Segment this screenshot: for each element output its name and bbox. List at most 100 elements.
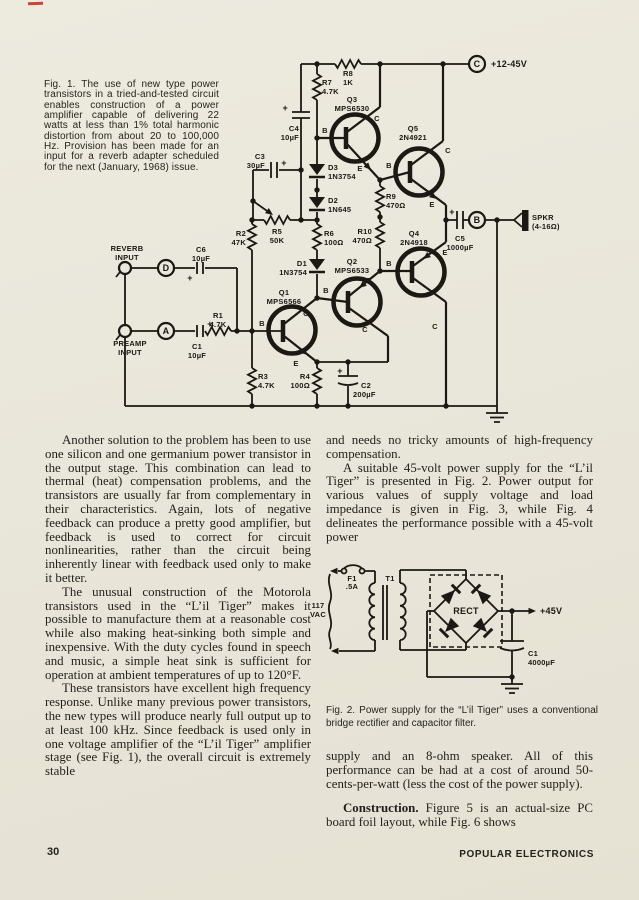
- r10-value: 470Ω: [352, 236, 372, 245]
- spkr-label: SPKR: [532, 213, 554, 222]
- vac-label: 117: [312, 601, 325, 610]
- q1-value: MPS6566: [267, 297, 302, 306]
- c3-plus: +: [281, 158, 287, 168]
- q5-value: 2N4921: [399, 133, 427, 142]
- fig2-schematic: F1 .5A 117 VAC T1 RECT +45V C1: [310, 564, 562, 694]
- fuse-icon: [340, 564, 366, 575]
- magazine-title: POPULAR ELECTRONICS: [459, 849, 594, 860]
- c2-label: C2: [361, 381, 371, 390]
- c5-plus: +: [449, 207, 455, 217]
- q3-pin-c: C: [374, 114, 380, 123]
- reverb-input-label: REVERB: [111, 244, 144, 253]
- r4-label: R4: [300, 372, 311, 381]
- vac-label2: VAC: [310, 610, 326, 619]
- q4-pin-c: C: [432, 322, 438, 331]
- q2-pin-c: C: [362, 325, 368, 334]
- preamp-input-label2: INPUT: [118, 348, 142, 357]
- left-paragraph-2: The unusual construction of the Motorola…: [45, 584, 311, 682]
- q1-label: Q1: [279, 288, 290, 297]
- terminal-a-letter: A: [163, 326, 170, 336]
- q3-label: Q3: [347, 95, 358, 104]
- c3-label: C3: [255, 152, 265, 161]
- c3-value: 30µF: [247, 161, 265, 170]
- preamp-input-label: PREAMP: [113, 339, 147, 348]
- reverb-input-jack: [115, 260, 133, 278]
- r6-value: 100Ω: [324, 238, 344, 247]
- speaker-icon: [513, 210, 529, 231]
- q3-transistor: [317, 64, 382, 181]
- q5-pin-e: E: [429, 200, 434, 209]
- r4-value: 100Ω: [290, 381, 310, 390]
- r9-label: R9: [386, 192, 396, 201]
- r7-label: R7: [322, 78, 332, 87]
- r7-value: 4.7K: [322, 87, 339, 96]
- terminal-b: B: [467, 210, 487, 230]
- terminal-d-letter: D: [163, 263, 170, 273]
- q3-pin-b: B: [322, 126, 328, 135]
- fig2-ground-symbol: [501, 677, 523, 694]
- d2-value: 1N645: [328, 205, 351, 214]
- ground-symbol: [486, 406, 508, 423]
- preamp-input-jack: [115, 323, 133, 341]
- f1-label: F1: [347, 574, 356, 583]
- bridge-rectifier: RECT: [429, 574, 503, 648]
- q4-pin-e: E: [442, 248, 447, 257]
- q4-value: 2N4918: [400, 238, 428, 247]
- c2-value: 200µF: [353, 390, 376, 399]
- terminal-d: D: [156, 258, 176, 278]
- q5-transistor: [379, 64, 448, 220]
- r2-value: 47K: [231, 238, 246, 247]
- fig1-schematic: C +12-45V R8 1K R7 4.7K D3 1N3754 D2 1N6…: [111, 54, 560, 423]
- q4-pin-b: B: [386, 259, 392, 268]
- c6-value: 10µF: [192, 254, 210, 263]
- c4-plus: +: [282, 103, 288, 113]
- transformer-icon: [368, 582, 407, 641]
- c1-value: 10µF: [188, 351, 206, 360]
- body-left-column: Another solution to the problem has been…: [45, 433, 311, 779]
- d3-label: D3: [328, 163, 338, 172]
- page-number: 30: [47, 846, 60, 858]
- terminal-c: C: [467, 54, 487, 74]
- fig2-c1-label: C1: [528, 649, 538, 658]
- q4-label: Q4: [409, 229, 420, 238]
- ac-line-brace: [327, 573, 333, 650]
- q2-transistor: [316, 270, 390, 362]
- r8-value: 1K: [343, 78, 353, 87]
- q1-pin-b: B: [259, 319, 265, 328]
- r5-value: 50K: [270, 236, 285, 245]
- plus45v-label: +45V: [540, 606, 562, 616]
- c2-plus: +: [337, 366, 343, 376]
- c4-value: 10µF: [281, 133, 299, 142]
- r8-label: R8: [343, 69, 353, 78]
- right-paragraph-2: A suitable 45-volt power supply for the …: [326, 460, 593, 544]
- d3-value: 1N3754: [328, 172, 356, 181]
- r9-value: 470Ω: [386, 201, 406, 210]
- construction-rest: Figure 5 is an actual-size PC board foil…: [326, 801, 593, 830]
- terminal-b-letter: B: [474, 215, 481, 225]
- q4-transistor: [380, 220, 448, 406]
- body-right-column-lower: supply and an 8-ohm speaker. All of this…: [326, 749, 593, 830]
- r6-label: R6: [324, 229, 334, 238]
- r1-value: 4.7K: [210, 320, 227, 329]
- c1-plus: +: [207, 319, 213, 329]
- right-paragraph-4: Construction. Figure 5 is an actual-size…: [326, 801, 593, 830]
- fig2-caption: Fig. 2. Power supply for the “L’il Tiger…: [326, 705, 598, 729]
- c4-label: C4: [289, 124, 300, 133]
- spkr-value: (4-16Ω): [532, 222, 560, 231]
- q2-value: MPS6533: [335, 266, 370, 275]
- left-paragraph-3: These transistors have excellent high fr…: [45, 681, 311, 779]
- reverb-input-label2: INPUT: [115, 253, 139, 262]
- q3-pin-e: E: [357, 164, 362, 173]
- f1-value: .5A: [346, 582, 359, 591]
- q5-label: Q5: [408, 124, 419, 133]
- right-paragraph-3: supply and an 8-ohm speaker. All of this…: [326, 749, 593, 791]
- left-paragraph-1: Another solution to the problem has been…: [45, 433, 311, 585]
- c1-label: C1: [192, 342, 202, 351]
- d1-label: D1: [297, 259, 307, 268]
- q1-transistor: [266, 297, 318, 363]
- rect-label: RECT: [453, 606, 479, 616]
- d2-label: D2: [328, 196, 338, 205]
- r2-label: R2: [236, 229, 246, 238]
